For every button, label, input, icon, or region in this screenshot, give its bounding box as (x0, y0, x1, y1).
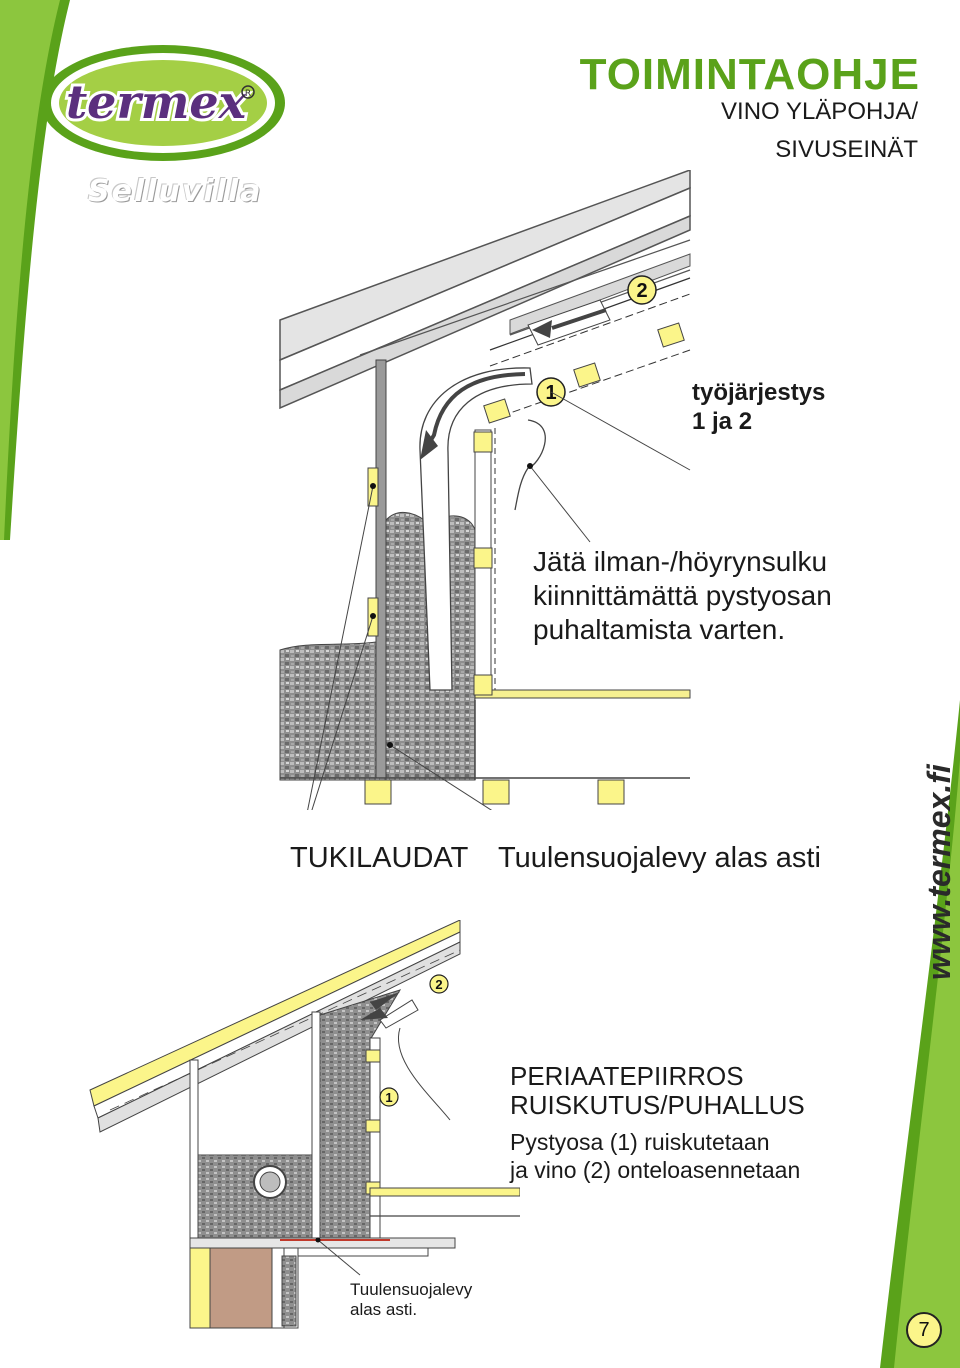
work-order-line1: työjärjestys (692, 379, 826, 406)
website-link[interactable]: www.termex.fi (921, 764, 957, 980)
svg-text:termex: termex (66, 75, 247, 129)
svg-text:R: R (245, 89, 251, 99)
windbreak-board-label: Tuulensuojalevy alas asti (498, 842, 821, 874)
brand-subtitle: Selluvilla (88, 174, 263, 209)
step-1-badge: 1 (545, 382, 556, 404)
bottom-windbreak-line2: alas asti. (350, 1300, 418, 1319)
note-line3: puhaltamista varten. (533, 614, 786, 645)
page-title: TOIMINTAOHJE (579, 50, 920, 99)
termex-logo: termex termex R (41, 45, 285, 161)
page-number: 7 (906, 1312, 942, 1348)
work-order-line2: 1 ja 2 (692, 408, 753, 435)
bottom-step-2-badge: 2 (435, 977, 442, 992)
principle-desc-line1: Pystyosa (1) ruiskutetaan (510, 1129, 770, 1155)
principle-title-line2: RUISKUTUS/PUHALLUS (510, 1090, 805, 1120)
principle-diagram: 2 1 (89, 920, 520, 1329)
vapour-barrier-note: Jätä ilman-/höyrynsulku kiinnittämättä p… (533, 545, 832, 647)
work-order-note: työjärjestys 1 ja 2 (692, 378, 825, 436)
principle-title: PERIAATEPIIRROS RUISKUTUS/PUHALLUS (510, 1062, 805, 1120)
step-2-badge: 2 (636, 280, 647, 302)
bottom-windbreak-line1: Tuulensuojalevy (350, 1280, 473, 1299)
note-line2: kiinnittämättä pystyosan (533, 580, 832, 611)
bottom-step-1-badge: 1 (385, 1090, 392, 1105)
page-subtitle-line2: SIVUSEINÄT (775, 136, 918, 163)
note-line1: Jätä ilman-/höyrynsulku (533, 546, 828, 577)
principle-title-line1: PERIAATEPIIRROS (510, 1061, 744, 1091)
principle-description: Pystyosa (1) ruiskutetaan ja vino (2) on… (510, 1128, 800, 1184)
page-subtitle-line1: VINO YLÄPOHJA/ (721, 98, 918, 125)
support-boards-label: TUKILAUDAT (290, 842, 469, 874)
roof-section-diagram: 1 2 (279, 170, 691, 810)
svg-text:termex: termex (66, 75, 247, 129)
bottom-windbreak-label: Tuulensuojalevy alas asti. (350, 1280, 472, 1320)
principle-desc-line2: ja vino (2) onteloasennetaan (510, 1157, 801, 1183)
